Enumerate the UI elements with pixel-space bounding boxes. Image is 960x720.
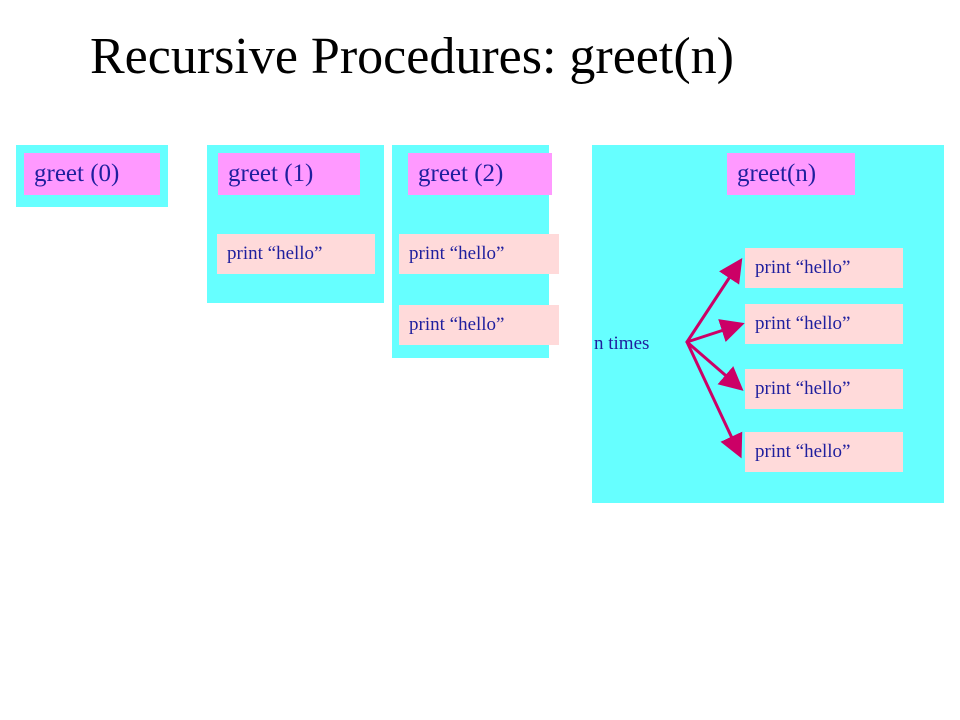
- arrow-to-statement-2: [685, 319, 745, 344]
- statement-print-hello: print “hello”: [399, 234, 559, 274]
- statement-print-hello: print “hello”: [745, 369, 903, 409]
- statement-print-hello: print “hello”: [399, 305, 559, 345]
- statement-print-hello: print “hello”: [745, 248, 903, 288]
- arrow-to-statement-3: [685, 340, 744, 391]
- statement-print-hello: print “hello”: [217, 234, 375, 274]
- panel-label-greet-1: greet (1): [218, 153, 360, 195]
- statement-print-hello: print “hello”: [745, 304, 903, 344]
- arrow-to-statement-4: [685, 340, 743, 459]
- panel-label-greet-0: greet (0): [24, 153, 160, 195]
- statement-print-hello: print “hello”: [745, 432, 903, 472]
- slide-title: Recursive Procedures: greet(n): [90, 28, 734, 85]
- panel-label-greet-2: greet (2): [408, 153, 552, 195]
- arrow-to-statement-1: [685, 257, 743, 344]
- n-times-label: n times: [594, 333, 650, 354]
- panel-label-greet-n: greet(n): [727, 153, 855, 195]
